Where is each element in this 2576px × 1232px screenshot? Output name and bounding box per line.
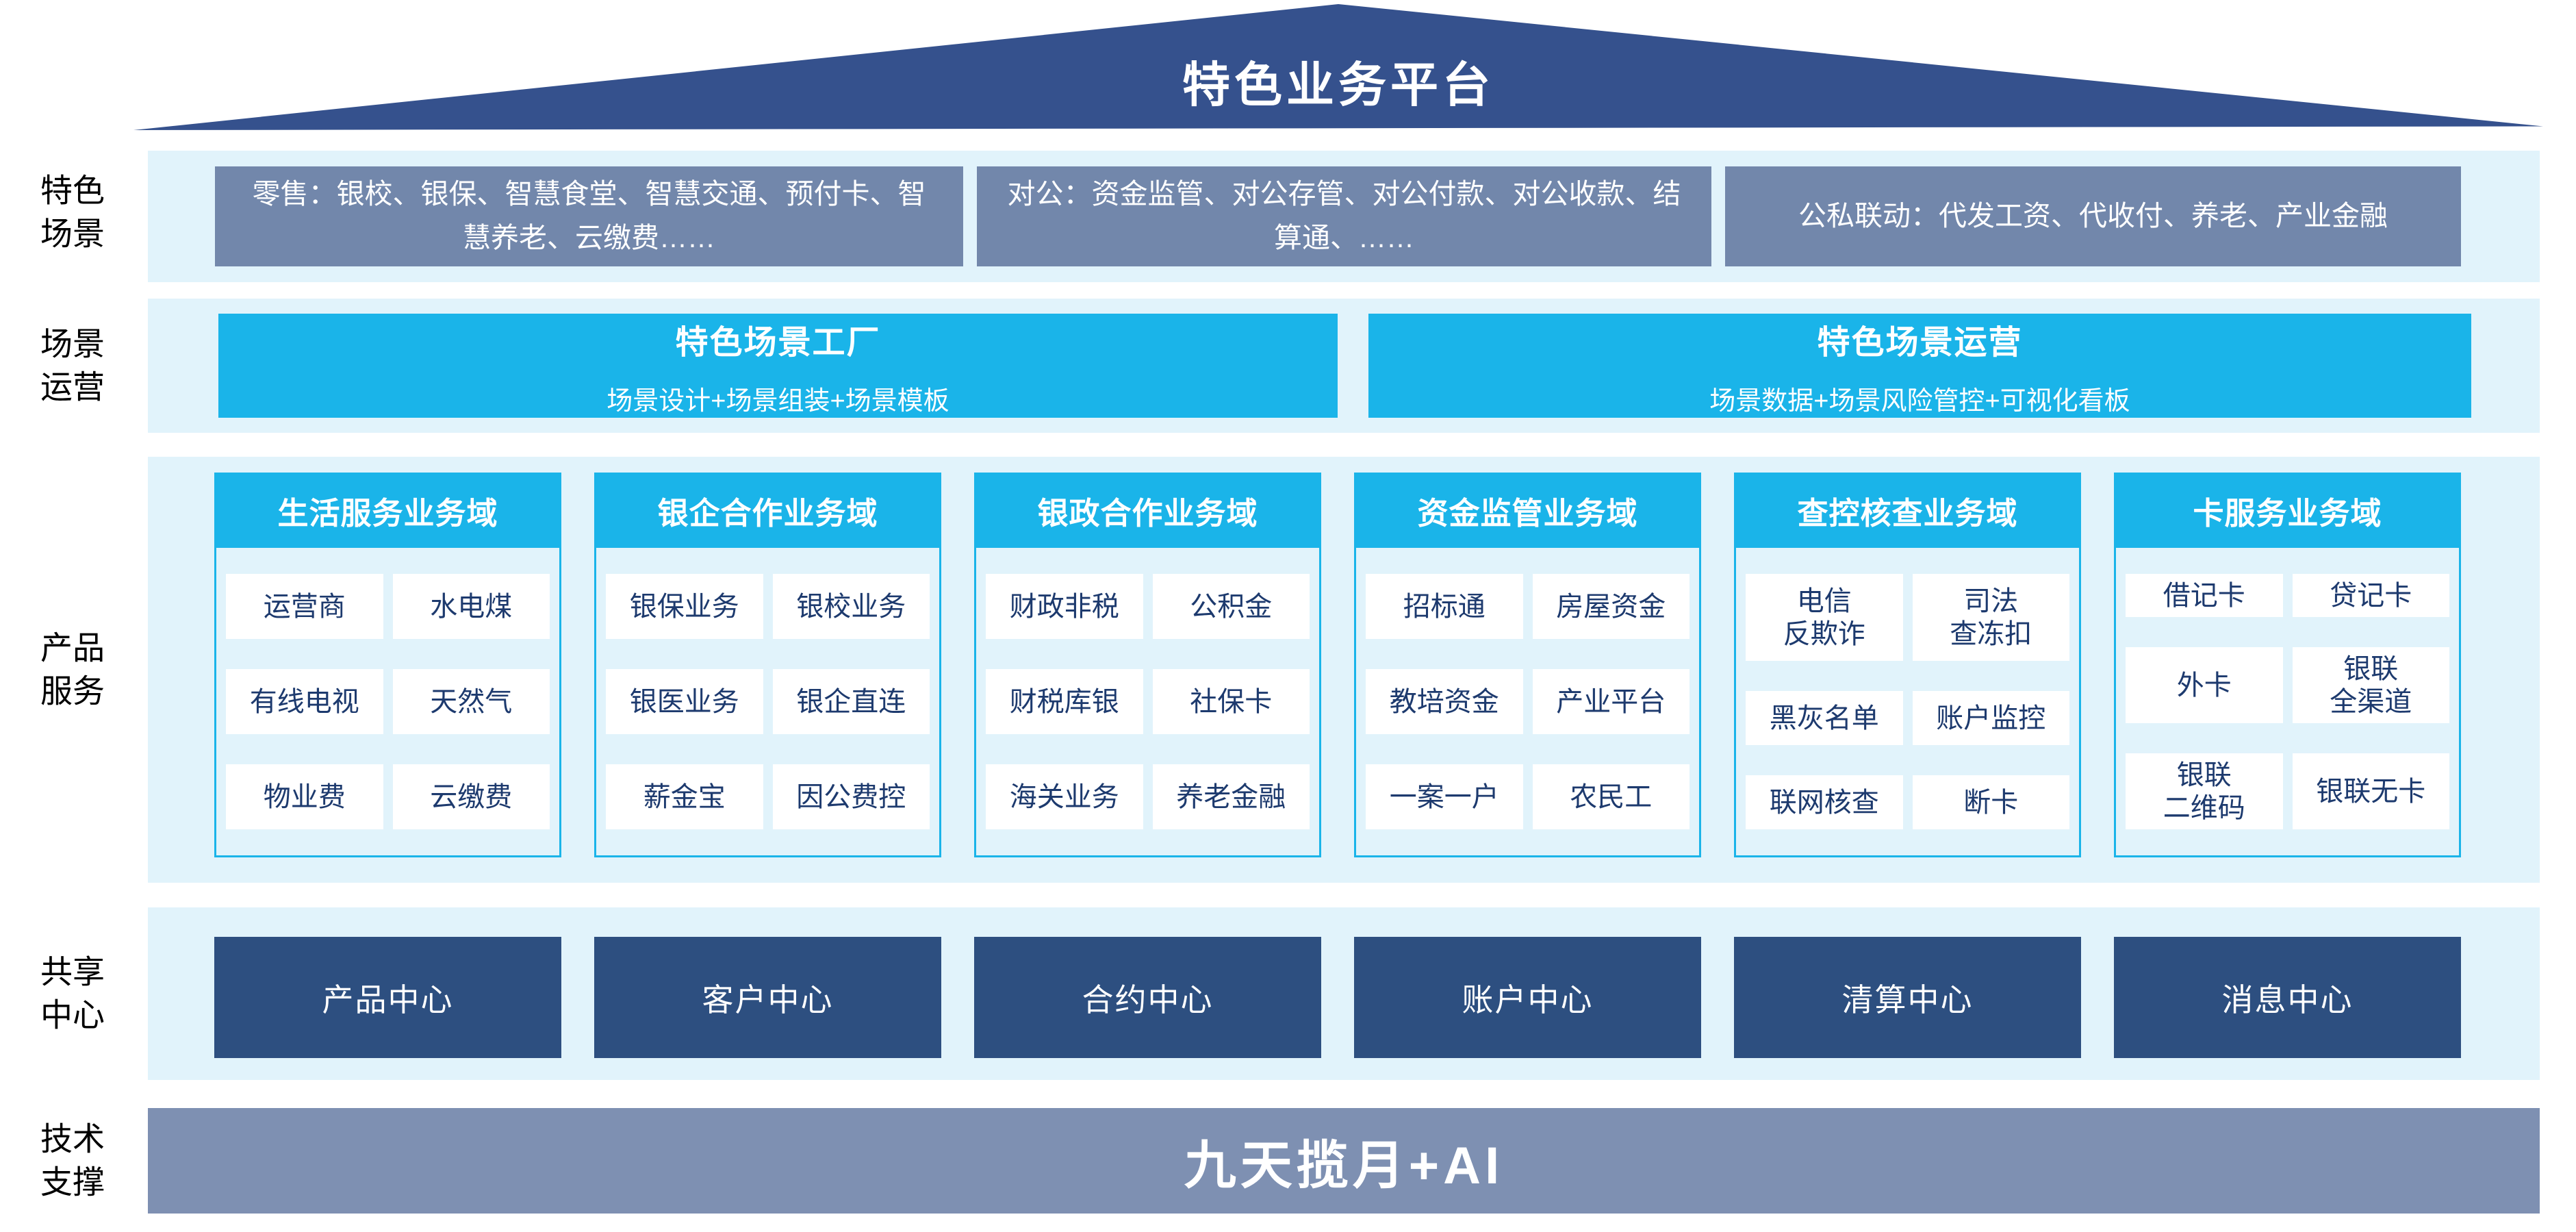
row-label-operation: 场景 运营 [40, 325, 105, 405]
shared-panel: 产品中心 客户中心 合约中心 账户中心 清算中心 消息中心 [148, 907, 2540, 1080]
domain-item: 养老金融 [1152, 764, 1310, 829]
domain-item: 联网核查 [1746, 775, 1903, 829]
domain-body: 招标通 房屋资金 教培资金 产业平台 一案一户 农民工 [1354, 548, 1701, 857]
domain-item: 有线电视 [226, 669, 383, 734]
domain-item: 银联 二维码 [2126, 753, 2283, 829]
domain-item: 黑灰名单 [1746, 691, 1903, 745]
domain-item: 海关业务 [986, 764, 1143, 829]
domain-body: 财政非税 公积金 财税库银 社保卡 海关业务 养老金融 [974, 548, 1321, 857]
domain-item: 一案一户 [1366, 764, 1523, 829]
domain-item: 司法 查冻扣 [1912, 574, 2069, 661]
domain-item: 贷记卡 [2292, 574, 2449, 617]
card-subtitle: 场景数据+场景风险管控+可视化看板 [1709, 386, 2130, 416]
domain-item: 运营商 [226, 574, 383, 639]
domain-item: 断卡 [1912, 775, 2069, 829]
domain-fund-supervision: 资金监管业务域 招标通 房屋资金 教培资金 产业平台 一案一户 农民工 [1354, 473, 1701, 857]
center-boxes: 产品中心 客户中心 合约中心 账户中心 清算中心 消息中心 [148, 907, 2540, 1080]
card-subtitle: 场景设计+场景组装+场景模板 [607, 386, 949, 416]
domain-header: 资金监管业务域 [1354, 473, 1701, 548]
tech-support-bar: 九天揽月+AI [148, 1108, 2540, 1214]
domain-item: 银联 全渠道 [2292, 647, 2449, 723]
domain-item: 云缴费 [392, 764, 550, 829]
card-title: 特色场景工厂 [675, 324, 881, 361]
domain-item: 水电煤 [392, 574, 550, 639]
center-product: 产品中心 [214, 937, 561, 1058]
domain-item: 账户监控 [1912, 691, 2069, 745]
domain-cards: 生活服务业务域 运营商 水电煤 有线电视 天然气 物业费 云缴费 银企合作业务域… [148, 457, 2540, 883]
domain-item: 农民工 [1532, 764, 1689, 829]
scenes-panel: 零售：银校、银保、智慧食堂、智慧交通、预付卡、智慧养老、云缴费…… 对公：资金监… [148, 151, 2540, 282]
domain-bank-government: 银政合作业务域 财政非税 公积金 财税库银 社保卡 海关业务 养老金融 [974, 473, 1321, 857]
center-clearing: 清算中心 [1734, 937, 2081, 1058]
domain-bank-enterprise: 银企合作业务域 银保业务 银校业务 银医业务 银企直连 薪金宝 因公费控 [594, 473, 941, 857]
domain-body: 运营商 水电煤 有线电视 天然气 物业费 云缴费 [214, 548, 561, 857]
domain-item: 财税库银 [986, 669, 1143, 734]
domain-life-services: 生活服务业务域 运营商 水电煤 有线电视 天然气 物业费 云缴费 [214, 473, 561, 857]
domain-header: 银政合作业务域 [974, 473, 1321, 548]
page-title: 特色业务平台 [1182, 58, 1494, 112]
platform-roof: 特色业务平台 [133, 4, 2543, 130]
center-customer: 客户中心 [594, 937, 941, 1058]
domain-item: 外卡 [2126, 647, 2283, 723]
domain-inquiry-control: 查控核查业务域 电信 反欺诈 司法 查冻扣 黑灰名单 账户监控 联网核查 断卡 [1734, 473, 2081, 857]
center-message: 消息中心 [2114, 937, 2461, 1058]
domain-item: 因公费控 [772, 764, 930, 829]
domain-header: 查控核查业务域 [1734, 473, 2081, 548]
domain-item: 财政非税 [986, 574, 1143, 639]
domain-item: 物业费 [226, 764, 383, 829]
domain-item: 薪金宝 [606, 764, 763, 829]
card-scene-factory: 特色场景工厂 场景设计+场景组装+场景模板 [218, 314, 1338, 418]
domain-body: 银保业务 银校业务 银医业务 银企直连 薪金宝 因公费控 [594, 548, 941, 857]
domain-item: 银保业务 [606, 574, 763, 639]
scene-box-public-private: 公私联动：代发工资、代收付、养老、产业金融 [1725, 166, 2461, 266]
domain-item: 公积金 [1152, 574, 1310, 639]
card-title: 特色场景运营 [1817, 324, 2023, 361]
domain-item: 产业平台 [1532, 669, 1689, 734]
domain-item: 天然气 [392, 669, 550, 734]
center-account: 账户中心 [1354, 937, 1701, 1058]
products-panel: 生活服务业务域 运营商 水电煤 有线电视 天然气 物业费 云缴费 银企合作业务域… [148, 457, 2540, 883]
operation-cards: 特色场景工厂 场景设计+场景组装+场景模板 特色场景运营 场景数据+场景风险管控… [148, 299, 2540, 433]
domain-item: 银联无卡 [2292, 753, 2449, 829]
row-label-products: 产品 服务 [40, 629, 105, 709]
scene-box-retail: 零售：银校、银保、智慧食堂、智慧交通、预付卡、智慧养老、云缴费…… [215, 166, 963, 266]
center-contract: 合约中心 [974, 937, 1321, 1058]
domain-header: 银企合作业务域 [594, 473, 941, 548]
domain-item: 教培资金 [1366, 669, 1523, 734]
domain-item: 招标通 [1366, 574, 1523, 639]
row-label-scenes: 特色 场景 [40, 172, 105, 252]
tech-banner-text: 九天揽月+AI [1184, 1137, 1504, 1195]
operation-panel: 特色场景工厂 场景设计+场景组装+场景模板 特色场景运营 场景数据+场景风险管控… [148, 299, 2540, 433]
row-label-shared: 共享 中心 [40, 953, 105, 1033]
domain-item: 银医业务 [606, 669, 763, 734]
domain-body: 电信 反欺诈 司法 查冻扣 黑灰名单 账户监控 联网核查 断卡 [1734, 548, 2081, 857]
domain-item: 社保卡 [1152, 669, 1310, 734]
scene-boxes: 零售：银校、银保、智慧食堂、智慧交通、预付卡、智慧养老、云缴费…… 对公：资金监… [148, 151, 2540, 282]
row-label-tech: 技术 支撑 [40, 1120, 105, 1200]
domain-header: 生活服务业务域 [214, 473, 561, 548]
domain-item: 电信 反欺诈 [1746, 574, 1903, 661]
domain-header: 卡服务业务域 [2114, 473, 2461, 548]
domain-card-services: 卡服务业务域 借记卡 贷记卡 外卡 银联 全渠道 银联 二维码 银联无卡 [2114, 473, 2461, 857]
domain-item: 借记卡 [2126, 574, 2283, 617]
domain-item: 银企直连 [772, 669, 930, 734]
scene-box-corporate: 对公：资金监管、对公存管、对公付款、对公收款、结算通、…… [977, 166, 1711, 266]
domain-item: 银校业务 [772, 574, 930, 639]
card-scene-operation: 特色场景运营 场景数据+场景风险管控+可视化看板 [1368, 314, 2471, 418]
domain-body: 借记卡 贷记卡 外卡 银联 全渠道 银联 二维码 银联无卡 [2114, 548, 2461, 857]
domain-item: 房屋资金 [1532, 574, 1689, 639]
